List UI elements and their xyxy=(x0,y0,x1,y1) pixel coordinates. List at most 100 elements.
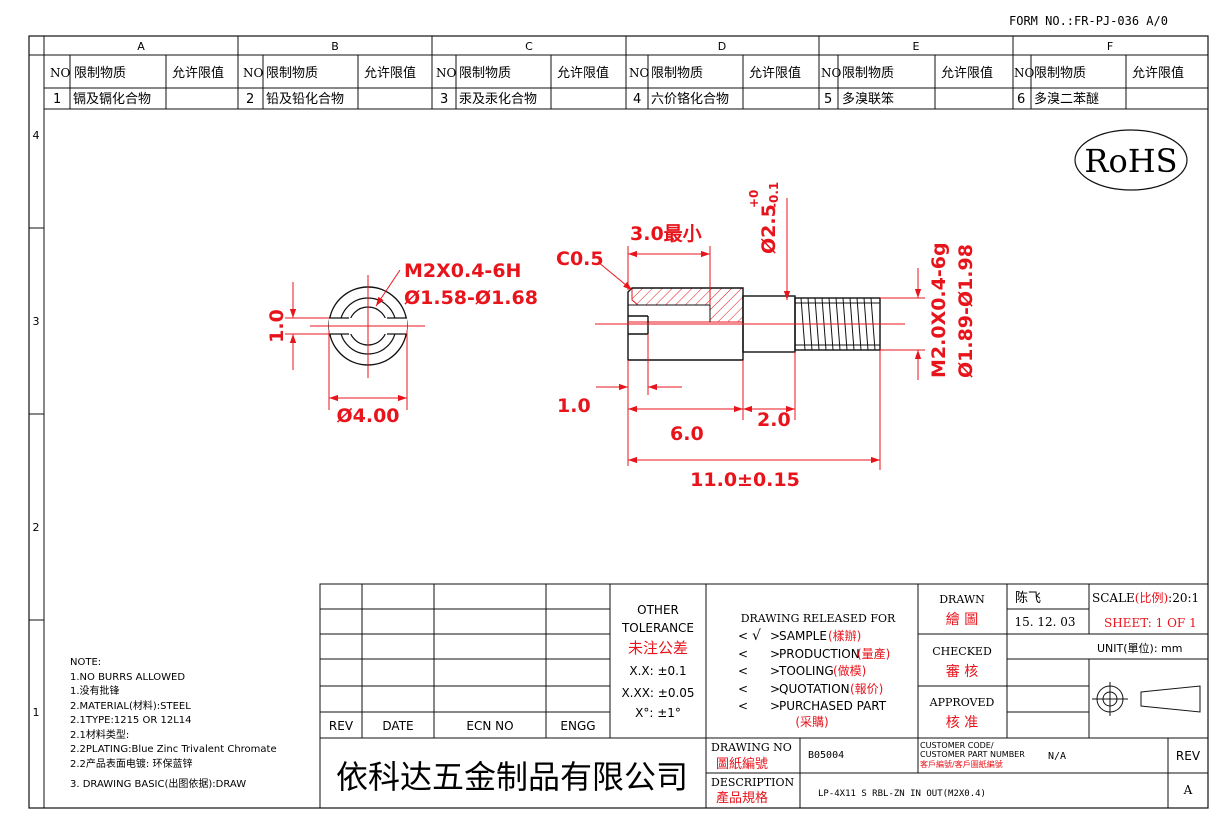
form-number: FORM NO.:FR-PJ-036 A/0 xyxy=(1009,14,1168,28)
tolerance-line: 未注公差 xyxy=(628,639,688,657)
chamfer-label: C0.5 xyxy=(556,248,604,270)
header-material: 限制物质 xyxy=(266,66,318,81)
svg-text:<: < xyxy=(738,682,748,696)
description-value: LP-4X11 S RBL-ZN IN OUT(M2X0.4) xyxy=(818,789,986,799)
engg-header: ENGG xyxy=(560,719,595,733)
header-material: 限制物质 xyxy=(1034,66,1086,81)
svg-text:>: > xyxy=(770,664,780,678)
sheet-border xyxy=(28,35,1209,809)
scale-label: SCALE xyxy=(1092,591,1135,605)
external-diameter-label: Ø1.89-Ø1.98 xyxy=(955,244,977,378)
description-label: DESCRIPTION xyxy=(711,776,795,789)
total-length-label: 11.0±0.15 xyxy=(690,469,800,491)
drawn-label-cn: 繪 圖 xyxy=(946,611,978,628)
release-item-cn: (采購) xyxy=(795,715,828,729)
column-ruler: A B C D E F xyxy=(137,36,1113,55)
drawn-date: 15. 12. 03 xyxy=(1014,615,1075,629)
side-view-dimensions xyxy=(596,198,925,470)
release-item-cn: (樣辦) xyxy=(828,628,861,643)
row-label: 2 xyxy=(33,521,40,534)
head-length-label: 6.0 xyxy=(670,423,704,445)
unit-value: mm xyxy=(1161,642,1182,655)
release-item: QUOTATION xyxy=(779,682,850,696)
release-item: TOOLING xyxy=(778,664,834,678)
column-label: A xyxy=(137,40,145,53)
note-line: 2.1TYPE:1215 OR 12L14 xyxy=(70,715,191,726)
tolerance-block: OTHER TOLERANCE 未注公差 X.X: ±0.1 X.XX: ±0.… xyxy=(621,603,695,720)
substance-no: 2 xyxy=(246,92,254,107)
ecn-header: ECN NO xyxy=(466,719,513,733)
slot-dimension-label: 1.0 xyxy=(557,395,591,417)
rev-header: REV xyxy=(329,719,354,733)
rohs-mark: RoHS xyxy=(1074,129,1188,191)
svg-text:>: > xyxy=(770,682,780,696)
substance-no: 5 xyxy=(824,92,832,107)
svg-text:<: < xyxy=(738,699,748,713)
min-length-label: 3.0最小 xyxy=(630,223,702,245)
header-material: 限制物质 xyxy=(651,66,703,81)
neck-length-label: 2.0 xyxy=(757,409,791,431)
release-block: DRAWING RELEASED FOR √ <> SAMPLE (樣辦) <>… xyxy=(738,612,896,729)
rohs-label: RoHS xyxy=(1084,142,1177,180)
note-line: NOTE: xyxy=(70,657,101,668)
description-label-cn: 產品規格 xyxy=(716,790,768,806)
checked-label: CHECKED xyxy=(932,645,992,658)
header-no: NO xyxy=(629,66,650,80)
tolerance-minus: -0.1 xyxy=(767,182,781,208)
header-limit: 允许限值 xyxy=(1132,65,1184,81)
column-label: B xyxy=(331,40,339,53)
unit-label: UNIT(單位): xyxy=(1097,641,1158,655)
rev-label: REV xyxy=(1176,749,1201,763)
side-view xyxy=(595,287,905,361)
release-title: DRAWING RELEASED FOR xyxy=(741,612,896,625)
substance-name: 多溴联笨 xyxy=(842,91,894,107)
svg-text:>: > xyxy=(770,699,780,713)
substance-no: 1 xyxy=(53,92,61,107)
approved-label: APPROVED xyxy=(929,696,995,709)
customer-part-label-cn: 客戶編號/客戶圖紙編號 xyxy=(920,759,1003,769)
tolerance-line: X°: ±1° xyxy=(635,706,681,720)
column-label: E xyxy=(913,40,920,53)
external-thread-label: M2.0X0.4-6g xyxy=(928,242,950,378)
hole-diameter-label: Ø1.58-Ø1.68 xyxy=(404,287,538,309)
approved-label-cn: 核 准 xyxy=(946,715,978,731)
drawing-no-label-cn: 圖紙編號 xyxy=(716,756,768,772)
substance-name: 多溴二苯醚 xyxy=(1034,91,1099,107)
scale-value: :20:1 xyxy=(1168,591,1199,605)
column-label: C xyxy=(525,40,533,53)
drawing-no-value: B05004 xyxy=(808,750,844,761)
header-limit: 允许限值 xyxy=(941,65,993,81)
header-limit: 允许限值 xyxy=(749,65,801,81)
notes: NOTE: 1.NO BURRS ALLOWED 1.没有批锋 2.MATERI… xyxy=(70,657,277,790)
checked-label-cn: 審 核 xyxy=(946,664,978,680)
header-no: NO xyxy=(821,66,842,80)
row-ruler: 4 3 2 1 xyxy=(29,129,44,719)
customer-part-label: CUSTOMER PART NUMBER xyxy=(920,750,1025,759)
header-material: 限制物质 xyxy=(74,66,126,81)
substance-table: NO 限制物质 允许限值 NO 限制物质 允许限值 NO 限制物质 允许限值 N… xyxy=(44,55,1208,110)
row-label: 4 xyxy=(33,129,40,142)
header-no: NO xyxy=(436,66,457,80)
sheet-info: SHEET: 1 OF 1 xyxy=(1104,616,1197,630)
svg-text:<: < xyxy=(738,647,748,661)
release-item: PURCHASED PART xyxy=(779,699,887,713)
note-line: 3. DRAWING BASIC(出图依据):DRAW xyxy=(70,777,246,790)
substance-name: 铅及铅化合物 xyxy=(266,92,344,107)
drawing-no-label: DRAWING NO xyxy=(711,741,792,754)
substance-no: 6 xyxy=(1017,92,1025,107)
header-no: NO xyxy=(1014,66,1035,80)
note-line: 1.NO BURRS ALLOWED xyxy=(70,672,185,683)
note-line: 2.2PLATING:Blue Zinc Trivalent Chromate xyxy=(70,744,277,755)
svg-text:>: > xyxy=(770,647,780,661)
row-label: 3 xyxy=(33,315,40,328)
unit-info: UNIT(單位): mm xyxy=(1097,641,1182,655)
release-item-cn: (做模) xyxy=(833,663,866,678)
drawn-by: 陈飞 xyxy=(1015,590,1041,606)
tolerance-line: X.X: ±0.1 xyxy=(629,664,686,678)
title-block xyxy=(319,583,1209,809)
header-material: 限制物质 xyxy=(459,66,511,81)
note-line: 1.没有批锋 xyxy=(70,684,120,697)
substance-no: 4 xyxy=(633,92,641,107)
customer-code-label: CUSTOMER CODE/ xyxy=(920,741,994,750)
slot-width-label: 1.0 xyxy=(266,309,288,343)
